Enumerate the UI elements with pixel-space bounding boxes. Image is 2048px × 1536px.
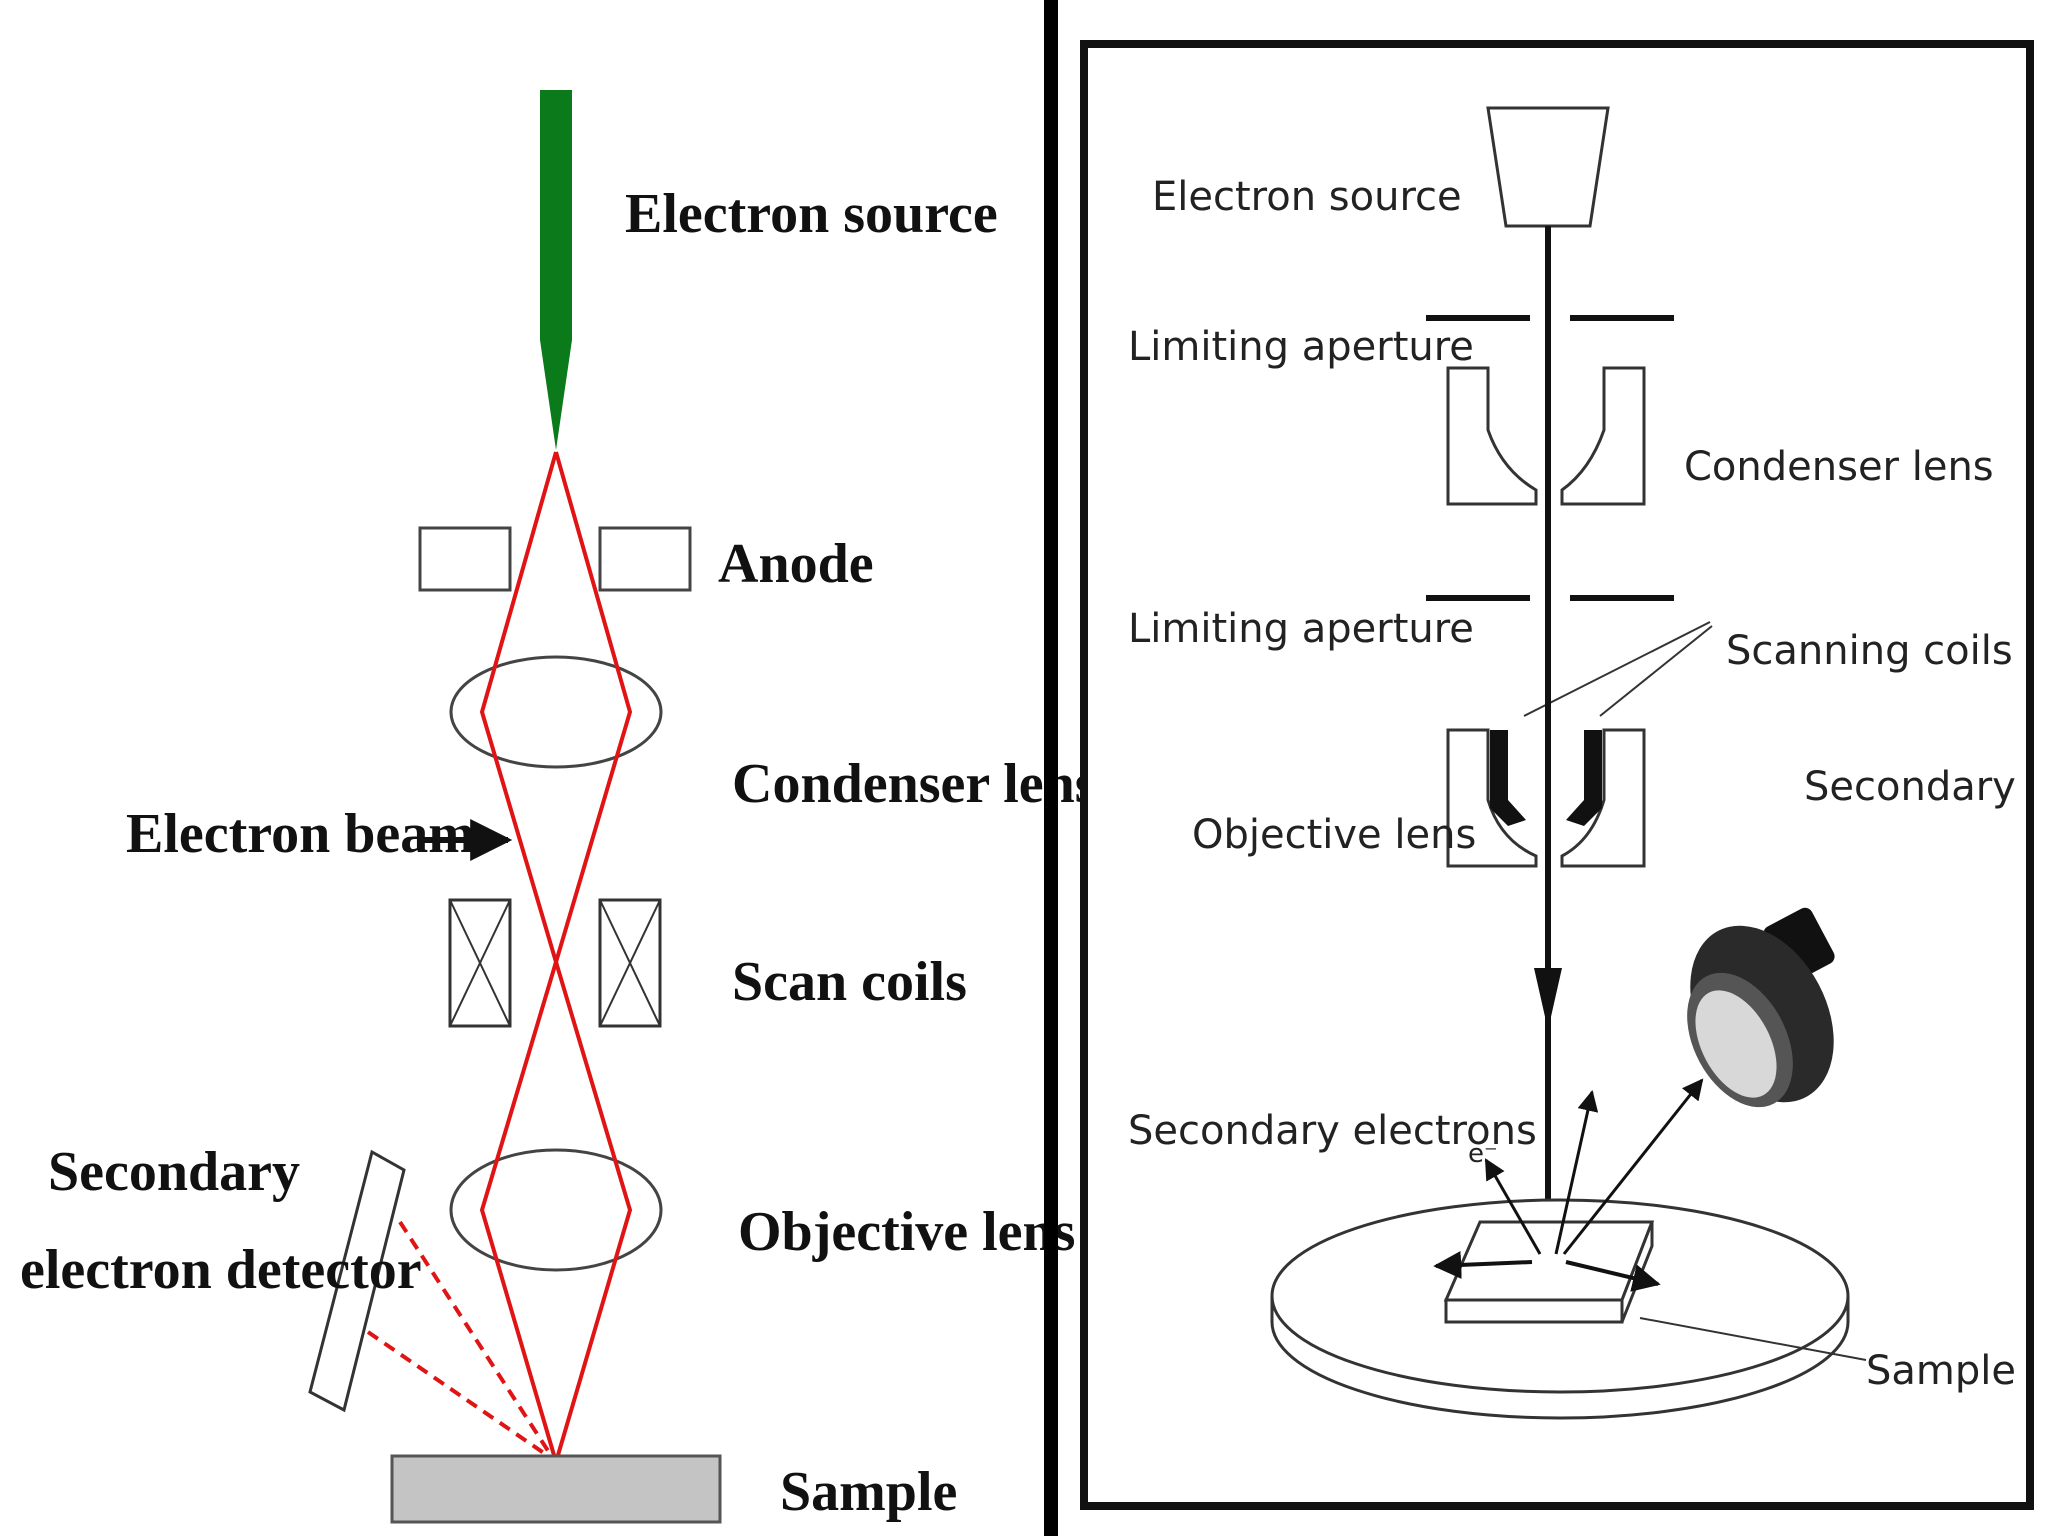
label-objective-lens-right: Objective lens [1192,812,1476,858]
secondary-arrow-to-detector [1562,1078,1704,1255]
secondary-ray-lower [366,1330,556,1462]
secondary-arrow-left-horizontal [1433,1250,1533,1279]
right-sample-block [1443,1220,1655,1324]
left-panel: Electron source Anode Condenser lense El… [20,90,1121,1524]
right-panel-frame [1080,40,2034,1510]
label-anode: Anode [718,533,874,595]
anode-left-block [418,526,512,592]
label-limiting-aperture-2: Limiting aperture [1128,606,1474,652]
condenser-lens-left [1446,366,1538,506]
label-secondary-right: Secondary [1804,764,2016,810]
secondary-electron-detector-3d [1687,907,1835,1108]
scanning-coils-leader-2 [1599,625,1713,717]
scan-coil-right [598,898,662,1028]
label-electron-source: Electron source [625,183,998,245]
label-sample-right: Sample [1866,1348,2016,1394]
objective-lens-right-insert [1566,730,1602,826]
right-beam-arrowhead [1534,968,1562,1030]
label-secondary-electrons: Secondary electrons [1128,1108,1537,1154]
objective-lens-left [1446,728,1538,868]
objective-lens-left-insert [1490,730,1526,826]
scanning-coils-leader-1 [1523,621,1711,717]
panel-divider [1044,0,1058,1536]
electron-beam-right-edge [553,451,633,1463]
label-sample-left: Sample [780,1461,957,1523]
label-electron-beam: Electron beam [126,803,475,865]
label-condenser-lens-right: Condenser lens [1684,444,1994,490]
electron-source-gun [1486,106,1610,228]
anode-right-block [598,526,692,592]
label-electron-detector: electron detector [20,1239,422,1301]
label-condenser-lense: Condenser lense [732,753,1121,815]
label-limiting-aperture-1: Limiting aperture [1128,324,1474,370]
label-electron-source-right: Electron source [1152,174,1462,220]
objective-lens-right [1560,728,1646,868]
secondary-electron-detector [308,1149,406,1413]
label-electron-symbol: e⁻ [1468,1139,1498,1169]
secondary-arrow-up-left [1484,1158,1542,1255]
secondary-arrow-right-horizontal [1565,1260,1661,1292]
scan-coil-left [448,898,512,1028]
left-sample [390,1454,722,1524]
label-secondary: Secondary [48,1141,300,1203]
right-panel: Electron source Limiting aperture Conden… [1080,40,2034,1510]
condenser-lens-ellipse [449,655,663,769]
electron-source-tip [540,90,572,450]
label-objective-lens: Objective lens [738,1201,1075,1263]
label-scanning-coils: Scanning coils [1726,628,2013,674]
objective-lens-ellipse [449,1148,663,1272]
sample-leader-line [1639,1317,1867,1361]
secondary-arrow-up-right [1554,1089,1599,1255]
condenser-lens-right [1560,366,1646,506]
secondary-ray-upper [398,1220,556,1462]
label-scan-coils: Scan coils [732,951,967,1013]
